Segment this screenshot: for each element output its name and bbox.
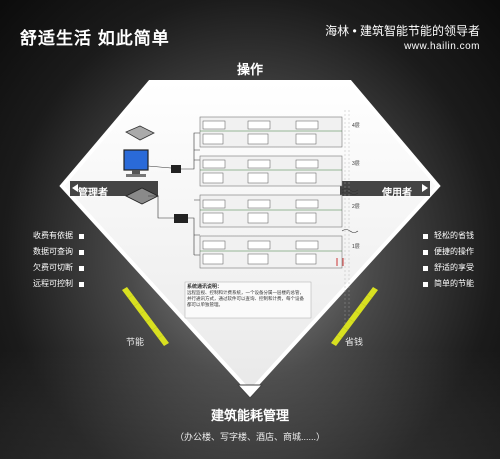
right-chevron-arrow — [331, 287, 378, 346]
list-item: 收费有依据 — [33, 228, 84, 244]
list-item: 欠费可切断 — [33, 260, 84, 276]
bottom-triangle-icon — [236, 384, 264, 399]
bullet-icon — [423, 233, 428, 239]
floor-label: 4层 — [352, 123, 360, 129]
floor-label: 3层 — [352, 161, 360, 167]
converter-icon — [171, 165, 188, 223]
caption-box — [184, 281, 312, 319]
meter-units — [202, 120, 319, 265]
list-item: 舒适的享受 — [423, 260, 474, 276]
list-item: 远程可控制 — [33, 276, 84, 292]
list-item: 便捷的操作 — [423, 244, 474, 260]
money-saving-label: 省钱 — [345, 337, 364, 347]
manager-feature-list: 收费有依据 数据可查询 欠费可切断 远程可控制 — [33, 228, 84, 292]
floor-separators — [341, 188, 359, 233]
computer-icon — [123, 125, 159, 205]
list-item: 简单的节能 — [423, 276, 474, 292]
right-triangle-icon — [422, 184, 428, 192]
left-chevron-arrow — [122, 287, 169, 346]
connection-lines — [147, 132, 200, 256]
energy-saving-label: 节能 — [126, 337, 145, 347]
right-label-bar — [340, 181, 430, 196]
brand-url[interactable]: www.hailin.com — [404, 41, 480, 52]
bottom-title: 建筑能耗管理 — [210, 408, 289, 423]
bullet-icon — [423, 281, 428, 287]
caption-text: 远程监视、控制和计费系统，一个设备分属一层楼的总管，并行通讯方式，通过软件可以查… — [187, 290, 304, 307]
floor-label: 2层 — [352, 204, 360, 210]
brand-block: 海林 • 建筑智能节能的领导者 www.hailin.com — [325, 22, 480, 52]
bottom-subtitle: （办公楼、写字楼、酒店、商城......） — [174, 432, 325, 442]
bullet-icon — [423, 249, 428, 255]
brand-slogan: 海林 • 建筑智能节能的领导者 — [325, 24, 480, 38]
riser-lines — [344, 110, 350, 330]
bullet-icon — [423, 265, 428, 271]
manager-label: 管理者 — [78, 188, 108, 199]
system-caption: 系统通讯说明： 远程监视、控制和计费系统，一个设备分属一层楼的总管，并行通讯方式… — [187, 284, 307, 308]
left-triangle-icon — [72, 184, 78, 192]
bullet-icon — [79, 265, 84, 271]
operation-label: 操作 — [236, 62, 263, 77]
user-label: 使用者 — [382, 188, 412, 199]
list-item: 轻松的省钱 — [423, 228, 474, 244]
list-item: 数据可查询 — [33, 244, 84, 260]
bullet-icon — [79, 233, 84, 239]
floor-label: 1层 — [352, 244, 360, 250]
bullet-icon — [79, 249, 84, 255]
caption-title: 系统通讯说明： — [187, 284, 223, 290]
bullet-icon — [79, 281, 84, 287]
tagline: 舒适生活 如此简单 — [20, 29, 170, 48]
indicator-marks — [336, 258, 344, 266]
bus-lines — [200, 130, 342, 252]
user-feature-list: 轻松的省钱 便捷的操作 舒适的享受 简单的节能 — [423, 228, 474, 292]
floor-panels — [199, 116, 343, 269]
